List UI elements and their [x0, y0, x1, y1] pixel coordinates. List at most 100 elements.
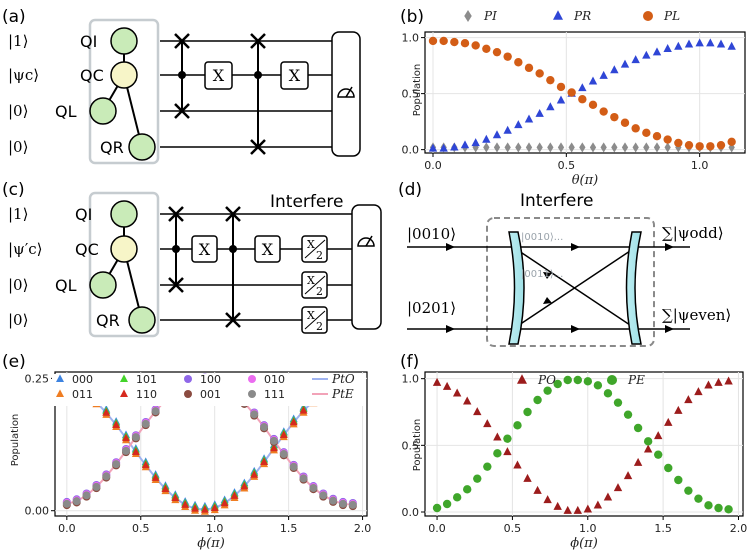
qubit-ql [89, 97, 117, 125]
data-point-110 [210, 503, 219, 512]
data-point-111 [348, 500, 357, 509]
data-point-PE [694, 494, 703, 503]
y-tick-label: 1.0 [402, 32, 420, 45]
ket-a-0: |1⟩ [8, 32, 28, 50]
output-odd: ∑|ψodd⟩ [662, 224, 724, 242]
legend-marker-PI [464, 10, 472, 22]
data-point-110 [161, 484, 170, 492]
data-point-110 [299, 406, 308, 414]
data-point-PR [642, 50, 651, 59]
data-point-110 [131, 447, 140, 455]
beam-splitter-left [508, 231, 525, 345]
y-axis-label: Population [412, 64, 423, 117]
data-point-PL [631, 124, 640, 133]
ket-a-3: |0⟩ [8, 138, 28, 156]
panel-d-label: (d) [398, 180, 422, 200]
x-gate-label: X [289, 66, 301, 85]
x-tick-label: 1.0 [579, 522, 597, 535]
data-point-PL [674, 138, 683, 148]
qubit-box [88, 191, 160, 338]
x-gate [280, 61, 309, 90]
data-point-PE [704, 501, 713, 510]
data-point-PR [556, 95, 566, 104]
svg-text:X: X [307, 309, 315, 322]
data-point-PE [613, 398, 623, 407]
data-point-PE [442, 499, 452, 509]
swap-cross [174, 33, 190, 49]
legend-label-111: 111 [264, 388, 285, 401]
data-point-PO [684, 395, 693, 404]
legend-label-001: 001 [200, 388, 221, 401]
data-point-PO [493, 432, 502, 441]
data-point-PO [613, 483, 623, 492]
data-point-PR [631, 55, 640, 64]
panel-a-label: (a) [2, 7, 26, 27]
data-point-PE [533, 395, 542, 405]
y-tick-label: 0.0 [402, 506, 420, 519]
qubit-qc [110, 61, 138, 89]
data-point-PO [623, 471, 633, 480]
legend-marker-PE [607, 375, 617, 385]
data-point-PL [727, 137, 736, 146]
data-point-PE [493, 449, 502, 458]
data-point-PL [652, 131, 662, 141]
data-point-PO [463, 396, 472, 405]
panel-d: (d) Interfere |0010⟩ |0201⟩ |0010⟩... |0… [398, 180, 731, 347]
data-point-PI [643, 142, 650, 153]
data-point-PR [663, 43, 672, 52]
data-point-111 [122, 446, 131, 455]
data-point-PE [503, 434, 512, 443]
data-point-PR [599, 70, 608, 79]
data-point-PL [567, 88, 576, 97]
input-ket-0: |0010⟩ [407, 225, 456, 243]
qlabel-a-3: QR [100, 138, 124, 157]
data-point-PR [652, 47, 662, 56]
y-tick-label: 1.0 [402, 373, 420, 386]
data-point-PL [695, 142, 704, 151]
data-point-PI [589, 142, 597, 153]
qubit-qr [128, 133, 156, 161]
data-point-PE [583, 377, 593, 386]
data-point-111 [62, 499, 71, 508]
data-point-PL [620, 118, 630, 127]
data-point-PE [473, 474, 482, 483]
data-point-PO [674, 405, 683, 414]
data-point-110 [151, 473, 160, 481]
data-point-111 [102, 472, 111, 481]
legend-marker-011 [56, 389, 64, 397]
ket-c-1: |ψ′c⟩ [8, 240, 42, 258]
data-point-PO [503, 447, 512, 456]
data-point-110 [269, 443, 278, 452]
legend-marker-110 [120, 389, 128, 397]
qlabel-c-3: QR [96, 311, 120, 330]
x-tick-label: 0.0 [428, 522, 446, 535]
data-point-PE [633, 423, 643, 433]
data-point-110 [289, 417, 298, 426]
interfere-title-c: Interfere [270, 192, 343, 212]
ket-c-2: |0⟩ [8, 276, 28, 294]
x-gate-label: X [199, 240, 211, 259]
y-tick-label: 0.00 [25, 505, 50, 518]
data-point-PL [610, 112, 619, 122]
legend-marker-PO [517, 374, 527, 384]
data-point-PI [557, 142, 565, 153]
measurement-box [331, 31, 361, 157]
data-point-PE [684, 486, 693, 495]
data-point-PL [503, 52, 512, 61]
data-point-111 [260, 423, 269, 432]
data-point-PR [727, 41, 736, 50]
input-ket-1: |0201⟩ [407, 299, 456, 317]
data-point-110 [112, 420, 121, 428]
data-point-PE [452, 493, 462, 502]
data-point-PO [523, 473, 532, 482]
qlabel-a-2: QL [55, 102, 77, 121]
data-point-PO [704, 380, 713, 389]
legend-marker-101 [120, 374, 128, 382]
qubit-qc [110, 235, 138, 263]
panel-b-label: (b) [400, 7, 424, 27]
data-point-PE [714, 503, 723, 513]
